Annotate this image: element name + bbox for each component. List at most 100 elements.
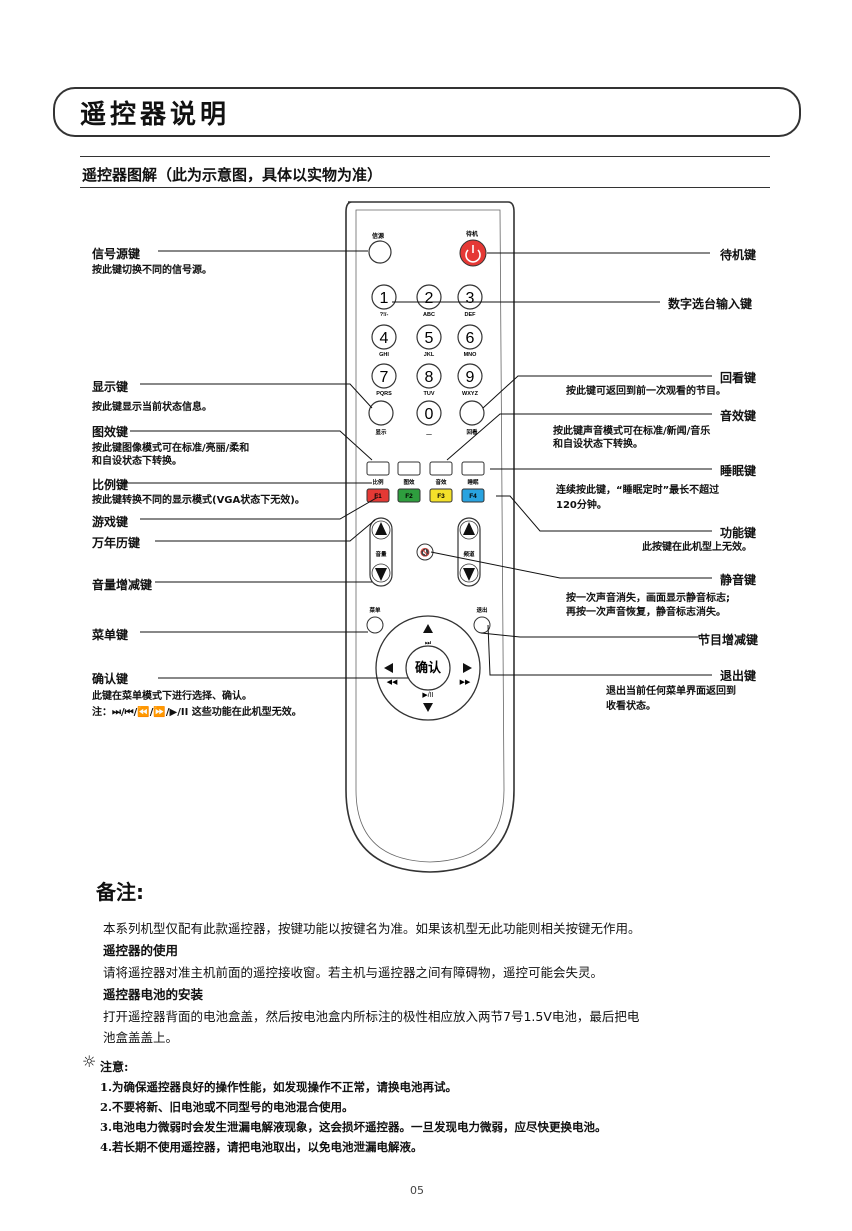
power-icon xyxy=(465,249,481,263)
top-rule xyxy=(80,156,770,157)
callout-lines xyxy=(120,250,712,679)
channel-caption: 频道 xyxy=(463,550,475,558)
row-key-caption-4: 睡眠 xyxy=(467,478,479,486)
label-sound-key: 音效键 xyxy=(720,409,757,423)
digit-8-button xyxy=(416,363,442,389)
digit-4-button xyxy=(371,324,397,350)
row-key-2 xyxy=(397,461,421,476)
digit-1-label: 1 xyxy=(380,290,389,307)
down-arrow-icon xyxy=(423,703,433,712)
digit-2-letters: ABC xyxy=(423,312,435,318)
func-key-F2 xyxy=(397,488,421,503)
label-sleep-key: 睡眠键 xyxy=(720,464,757,478)
channel-rocker xyxy=(457,517,481,587)
digit-3-button xyxy=(457,284,483,310)
desc-picture-key-0: 按此键图像模式可在标准/亮丽/柔和 xyxy=(92,443,250,454)
label-calendar-key: 万年历键 xyxy=(92,536,141,550)
desc-function-key-0: 此按键在此机型上无效。 xyxy=(642,542,752,553)
label-source-key: 信号源键 xyxy=(92,247,141,261)
digit-2-button xyxy=(416,284,442,310)
desc-return-key-0: 按此键可返回到前一次观看的节目。 xyxy=(566,386,726,397)
desc-picture-key-1: 和自设状态下转换。 xyxy=(92,456,182,467)
warning-item-3: 3.电池电力微弱时会发生泄漏电解液现象，这会损坏遥控器。一旦发现电力微弱，应尽快… xyxy=(100,1120,607,1134)
digit-4-label: 4 xyxy=(380,330,389,347)
notes-heading-battery: 遥控器电池的安装 xyxy=(103,987,204,1002)
digit-3-label: 3 xyxy=(466,290,475,307)
ok-caption: 确认 xyxy=(415,660,442,675)
digit-6-label: 6 xyxy=(466,330,475,347)
digit-9-label: 9 xyxy=(466,369,475,386)
desc-sleep-key-0: 连续按此键，“睡眠定时”最长不超过 xyxy=(556,485,720,496)
remote-inner-edge xyxy=(355,209,505,863)
left-arrow-icon xyxy=(384,663,393,673)
label-exit-key: 退出键 xyxy=(720,669,757,683)
label-game-key: 游戏键 xyxy=(92,515,129,529)
warning-item-2: 2.不要将新、旧电池或不同型号的电池混合使用。 xyxy=(100,1100,354,1114)
label-mute-key: 静音键 xyxy=(720,573,757,587)
volume-rocker xyxy=(369,517,393,587)
warning-item-1: 1.为确保遥控器良好的操作性能，如发现操作不正常，请换电池再试。 xyxy=(100,1080,458,1094)
section-subtitle: 遥控器图解（此为示意图，具体以实物为准） xyxy=(82,166,383,184)
label-picture-key: 图效键 xyxy=(92,425,129,439)
func-key-label-F2: F2 xyxy=(405,493,413,500)
desc-ok-key-1: 注：⏭/⏮/⏪/⏩/▶/II 这些功能在此机型无效。 xyxy=(92,707,302,718)
display-button xyxy=(368,400,394,426)
exit-caption: 退出 xyxy=(476,606,488,614)
notes-paragraph-1: 本系列机型仅配有此款遥控器，按键功能以按键名为准。如果该机型无此功能则相关按键无… xyxy=(103,921,641,936)
func-key-label-F3: F3 xyxy=(437,493,445,500)
digit-6-button xyxy=(457,324,483,350)
label-volume-key: 音量增减键 xyxy=(92,578,153,592)
digit-7-letters: PQRS xyxy=(376,391,392,397)
label-ratio-key: 比例键 xyxy=(92,478,129,492)
volume-caption: 音量 xyxy=(375,550,387,558)
row-key-4 xyxy=(461,461,485,476)
ok-button xyxy=(405,645,451,691)
desc-sound-key-0: 按此键声音模式可在标准/新闻/音乐 xyxy=(553,426,711,437)
func-key-F3 xyxy=(429,488,453,503)
func-key-label-F4: F4 xyxy=(469,493,477,500)
row-key-3 xyxy=(429,461,453,476)
func-key-F4 xyxy=(461,488,485,503)
label-menu-key: 菜单键 xyxy=(92,628,129,642)
digit-1-letters: ?!/- xyxy=(380,312,389,318)
desc-ratio-key-0: 按此键转换不同的显示模式(VGA状态下无效)。 xyxy=(92,495,305,506)
page-title: 遥控器说明 xyxy=(80,100,231,130)
digit-7-label: 7 xyxy=(380,369,389,386)
digit-9-button xyxy=(457,363,483,389)
desc-sleep-key-1: 120分钟。 xyxy=(556,500,607,511)
notes-paragraph-3b: 池盒盖盖上。 xyxy=(103,1030,179,1045)
menu-caption: 菜单 xyxy=(368,606,381,614)
desc-exit-key-0: 退出当前任何菜单界面返回到 xyxy=(606,686,736,697)
notes-paragraph-2: 请将遥控器对准主机前面的遥控接收窗。若主机与遥控器之间有障碍物，遥控可能会失灵。 xyxy=(103,965,604,980)
subtitle-rule xyxy=(80,187,770,188)
label-ok-key: 确认键 xyxy=(92,672,129,686)
page-number: 05 xyxy=(410,1184,424,1197)
source-button xyxy=(368,240,392,264)
source-key-caption: 信源 xyxy=(372,232,384,240)
digit-8-letters: TUV xyxy=(424,391,435,397)
svg-text:▶▶: ▶▶ xyxy=(460,679,471,686)
desc-sound-key-1: 和自设状态下转换。 xyxy=(553,439,643,450)
label-display-key: 显示键 xyxy=(92,380,129,394)
label-function-key: 功能键 xyxy=(720,526,757,540)
digit-keypad: 1?!/-2ABC3DEF4GHI5JKL6MNO7PQRS8TUV9WXYZ显… xyxy=(368,284,485,438)
digit-7-button xyxy=(371,363,397,389)
warning-item-4: 4.若长期不使用遥控器，请把电池取出，以免电池泄漏电解液。 xyxy=(100,1140,423,1154)
func-key-label-F1: F1 xyxy=(374,493,382,500)
digit-5-letters: JKL xyxy=(424,352,435,358)
desc-display-key-0: 按此键显示当前状态信息。 xyxy=(92,402,212,413)
svg-text:⏭: ⏭ xyxy=(425,640,432,647)
lightbulb-icon: ☼ xyxy=(82,1052,97,1071)
digit-4-letters: GHI xyxy=(379,352,389,358)
row-key-1 xyxy=(366,461,390,476)
menu-button xyxy=(366,616,384,634)
label-digit-key: 数字选台输入键 xyxy=(668,297,753,311)
warning-title: 注意: xyxy=(100,1060,129,1074)
label-standby-key: 待机键 xyxy=(720,248,757,262)
right-arrow-icon xyxy=(463,663,472,673)
digit-8-label: 8 xyxy=(425,369,434,386)
row-key-caption-2: 图效 xyxy=(403,478,415,486)
up-arrow-icon xyxy=(423,624,433,633)
row-key-caption-3: 音效 xyxy=(435,478,447,486)
svg-text:◀◀: ◀◀ xyxy=(387,679,398,686)
